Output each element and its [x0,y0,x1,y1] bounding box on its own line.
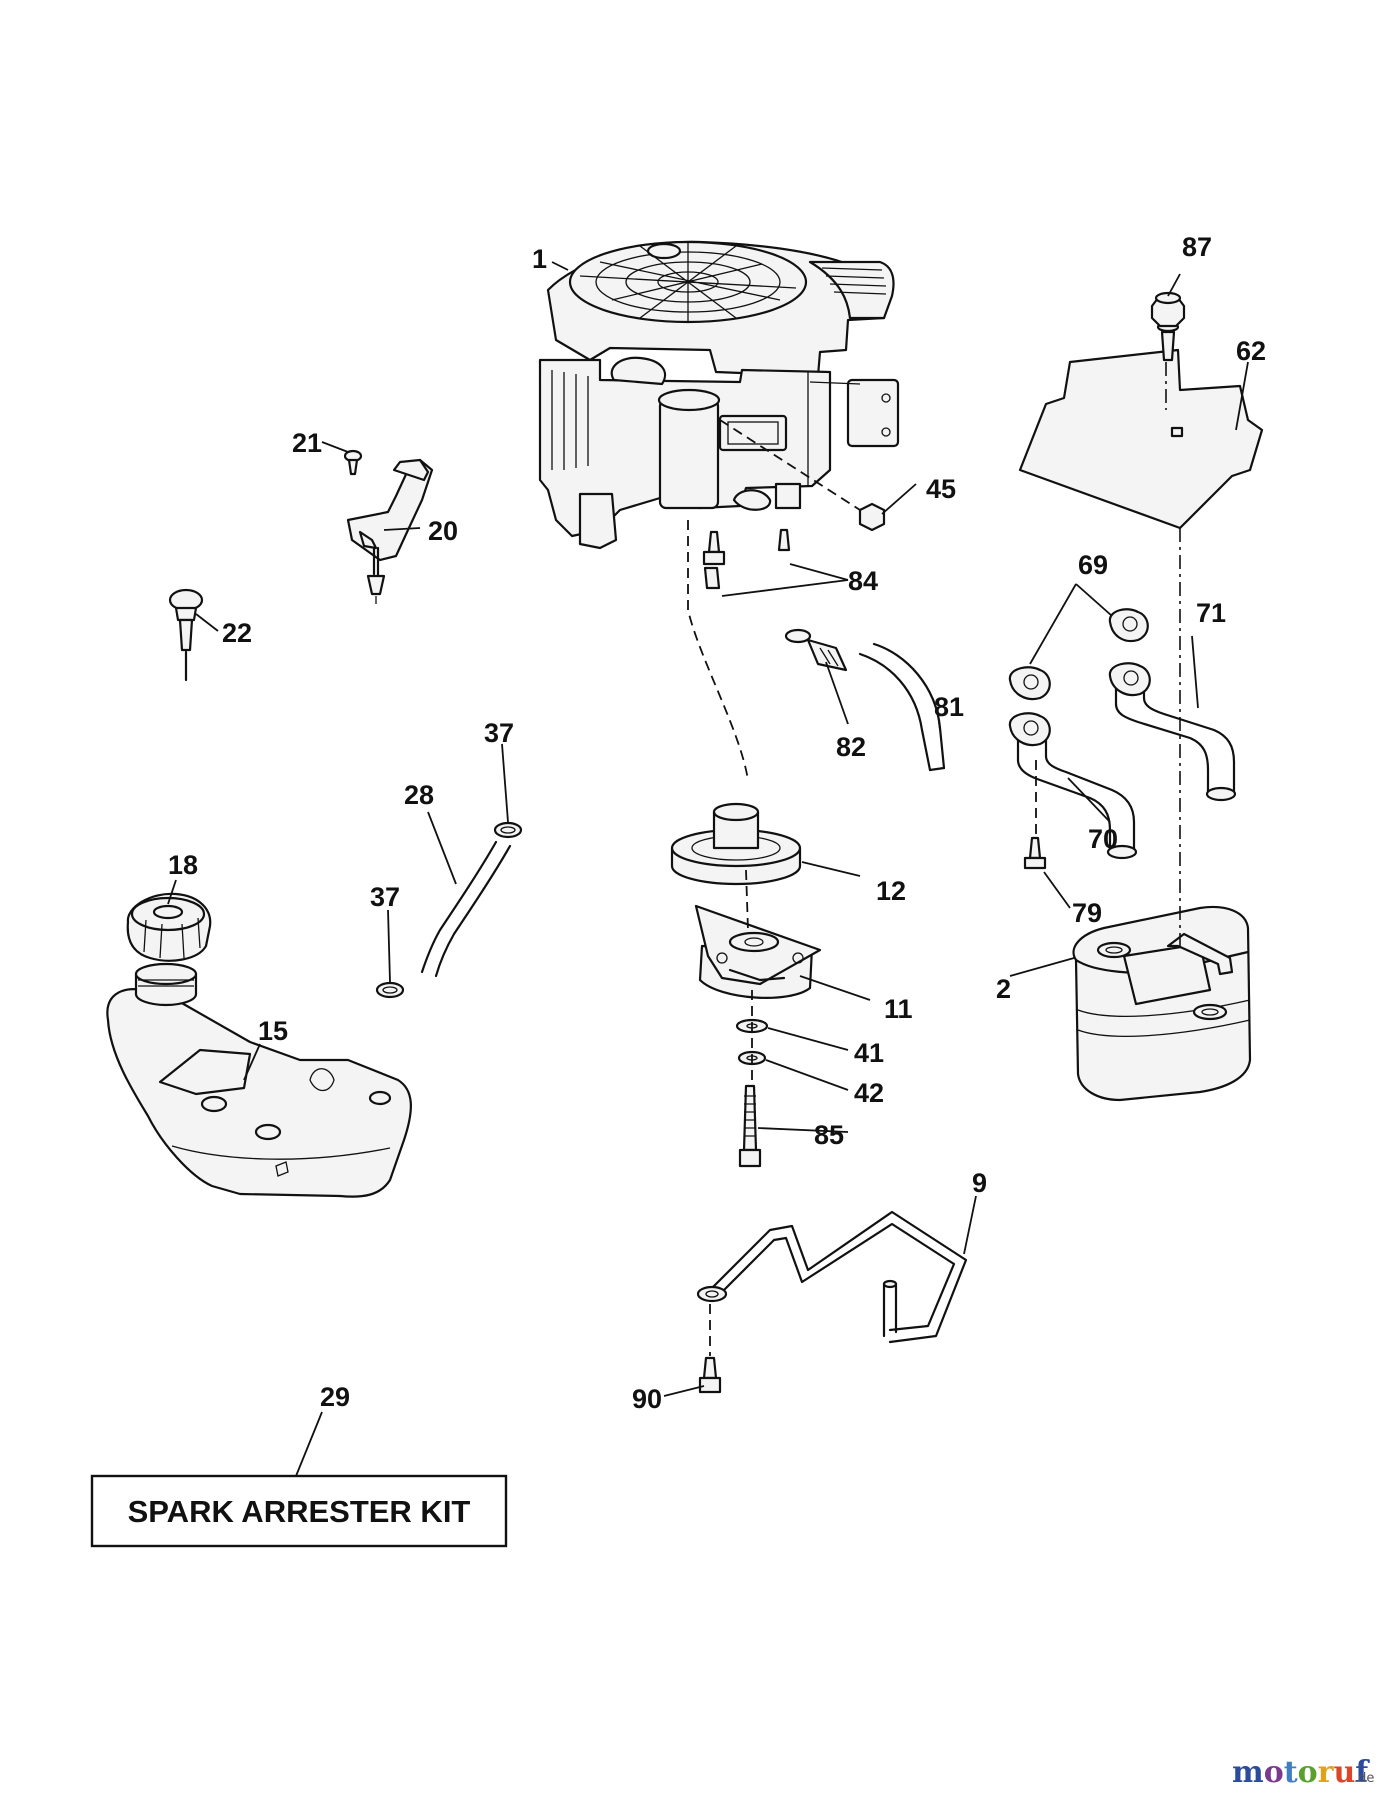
callout-79: 79 [1072,898,1102,928]
heat-shield [1018,348,1264,530]
callout-42: 42 [854,1078,884,1108]
callout-9: 9 [972,1168,987,1198]
breather-fitting [784,628,848,672]
callout-22: 22 [222,618,252,648]
watermark-letter: r [1318,1755,1335,1790]
callout-85: 85 [814,1120,844,1150]
callout-28: 28 [404,780,434,810]
drive-pulley [670,802,802,886]
hose-clamp-top [493,821,523,839]
watermark-letter: m [1232,1755,1264,1790]
callout-82: 82 [836,732,866,762]
callout-90: 90 [632,1384,662,1414]
muffler-bolt [1023,836,1047,870]
callout-37-top: 37 [484,718,514,748]
watermark-suffix: .de [1354,1771,1374,1786]
choke-knob [168,588,204,682]
control-rod [696,1210,968,1344]
callout-1: 1 [532,244,547,274]
spark-arrester-kit-box: SPARK ARRESTER KIT [90,1474,508,1548]
alignment-lines [687,362,1181,1356]
engine-bolts [702,528,791,590]
fuel-tank [106,962,412,1198]
fuel-line [420,840,512,978]
callout-29: 29 [320,1382,350,1412]
muffler [1072,905,1252,1102]
watermark-text: motoruf [1232,1755,1370,1790]
watermark-letter: o [1298,1755,1318,1790]
hose-clamp-bottom [375,981,405,999]
callout-45: 45 [926,474,956,504]
callout-12: 12 [876,876,906,906]
callout-labels: 1 87 62 45 84 69 71 81 82 70 79 2 12 11 … [168,232,1266,1414]
exhaust-gaskets [1008,608,1149,747]
callout-71: 71 [1196,598,1226,628]
callout-70: 70 [1088,824,1118,854]
watermark-letter: o [1264,1755,1284,1790]
callout-62: 62 [1236,336,1266,366]
callout-18: 18 [168,850,198,880]
fuel-cap [126,892,212,962]
callout-41: 41 [854,1038,884,1068]
callout-21: 21 [292,428,322,458]
leader-lines [167,261,1249,1477]
callout-11: 11 [884,994,913,1024]
callout-37-bottom: 37 [370,882,400,912]
clutch-bolt [738,1084,762,1168]
throttle-control [346,458,434,604]
callout-69: 69 [1078,550,1108,580]
shield-bolt [1150,291,1186,362]
exhaust-pipe-right [1108,662,1237,802]
callout-15: 15 [258,1016,288,1046]
callout-2: 2 [996,974,1011,1004]
pto-clutch [694,904,822,999]
watermark-letter: f [1355,1755,1370,1790]
callout-87: 87 [1182,232,1212,262]
engine [538,240,900,550]
hex-nut [858,502,886,532]
callout-20: 20 [428,516,458,546]
watermark-letter: u [1333,1755,1355,1790]
spark-arrester-kit-label: SPARK ARRESTER KIT [128,1494,471,1529]
watermark-letter: t [1284,1755,1298,1790]
callout-81: 81 [934,692,964,722]
throttle-screw [343,449,363,476]
callout-84: 84 [848,566,878,596]
breather-tube [858,642,946,772]
motoruf-watermark: motoruf .de [1232,1755,1374,1790]
